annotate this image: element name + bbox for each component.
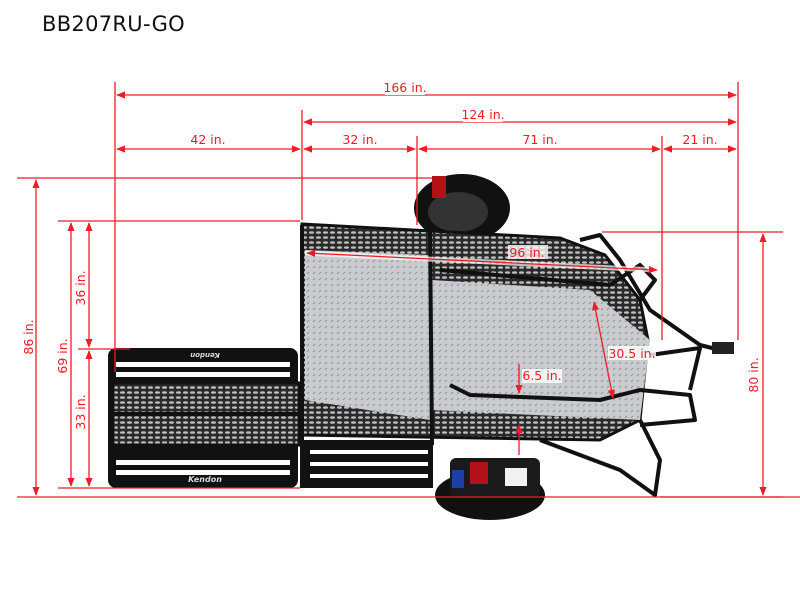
dim-ramp-lower: 33 in. [73, 350, 93, 487]
dim-axle-to-front: 71 in. [418, 132, 661, 153]
dim-ramp-upper: 36 in. [73, 222, 93, 348]
dim-deck-length: 96 in. [304, 245, 658, 274]
svg-text:96 in.: 96 in. [509, 245, 544, 260]
model-title: BB207RU-GO [42, 12, 186, 36]
top-wheel [414, 174, 510, 242]
bottom-wheel [435, 458, 545, 520]
extension-lines [17, 82, 800, 498]
svg-text:80 in.: 80 in. [746, 357, 761, 392]
ramp: Kendon Kendon [108, 348, 301, 488]
svg-text:69 in.: 69 in. [55, 338, 70, 373]
dim-rail-height: 6.5 in. [515, 364, 562, 455]
dim-overall-length: 166 in. [116, 80, 737, 99]
svg-text:21 in.: 21 in. [682, 132, 717, 147]
dim-ramp-extension: 42 in. [116, 132, 301, 153]
dim-overall-width: 86 in. [21, 179, 40, 496]
svg-text:166 in.: 166 in. [383, 80, 426, 95]
dim-tongue: 21 in. [663, 132, 737, 153]
dim-channel-width: 30.5 in. [592, 301, 656, 399]
svg-text:33 in.: 33 in. [73, 394, 88, 429]
svg-text:30.5 in.: 30.5 in. [608, 346, 655, 361]
dim-trailer-length: 124 in. [303, 107, 737, 126]
kendon-logo-top: Kendon [190, 351, 220, 359]
dim-ramp-width: 69 in. [55, 222, 75, 487]
svg-text:36 in.: 36 in. [73, 270, 88, 305]
dim-frame-width: 80 in. [746, 233, 767, 496]
svg-text:124 in.: 124 in. [461, 107, 504, 122]
kendon-logo-bottom: Kendon [188, 475, 222, 484]
svg-text:42 in.: 42 in. [190, 132, 225, 147]
svg-text:86 in.: 86 in. [21, 319, 36, 354]
svg-text:6.5 in.: 6.5 in. [522, 368, 561, 383]
svg-text:32 in.: 32 in. [342, 132, 377, 147]
dim-rear-to-axle: 32 in. [303, 132, 416, 153]
svg-text:71 in.: 71 in. [522, 132, 557, 147]
